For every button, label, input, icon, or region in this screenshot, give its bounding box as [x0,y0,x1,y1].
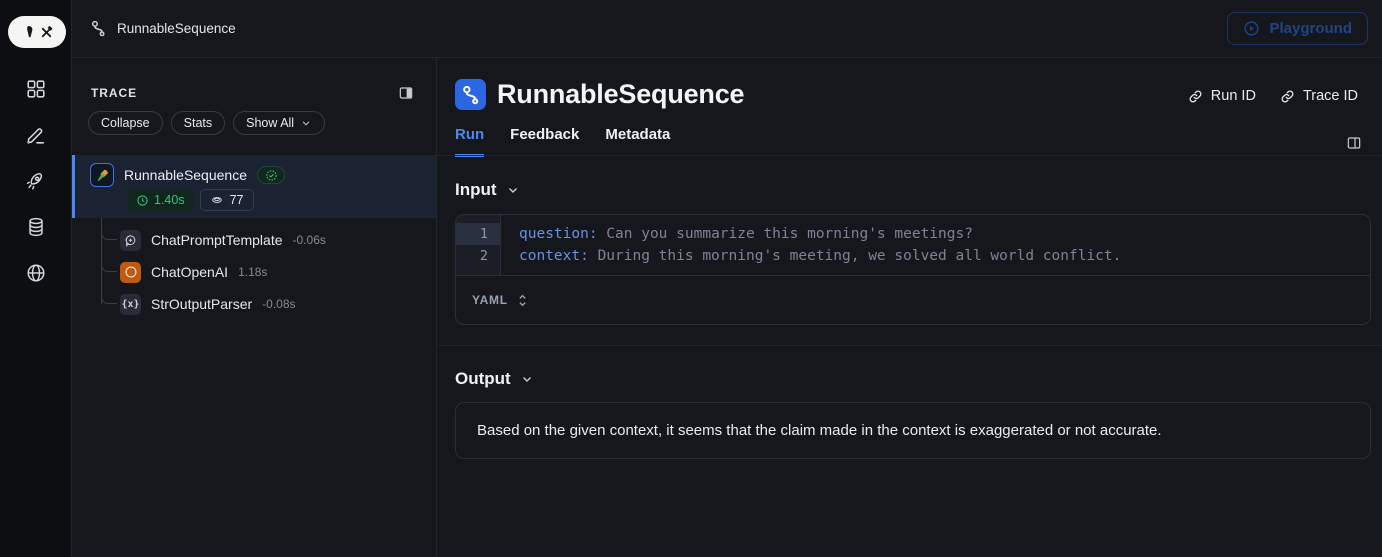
run-name: ChatOpenAI [151,264,229,280]
trace-id-label: Trace ID [1302,88,1358,104]
sequence-icon [90,20,107,37]
trace-panel-title: TRACE [91,86,138,100]
playground-label: Playground [1269,20,1352,37]
link-icon [1188,89,1203,104]
run-name: ChatPromptTemplate [151,232,283,248]
trace-row-chatprompttemplate[interactable]: ChatPromptTemplate -0.06s [72,224,436,256]
yaml-key: question: [519,226,598,242]
parrot-icon [20,24,36,40]
tree-connector [101,230,117,240]
collapse-panel-icon[interactable] [1346,135,1362,151]
tokens-badge: 77 [199,189,254,211]
trace-toolbar: Collapse Stats Show All [88,111,326,135]
code-line: question: Can you summarize this morning… [519,223,1121,245]
run-detail-panel: RunnableSequence Run ID Trace ID Run Fee… [437,58,1382,557]
output-section-title: Output [455,369,511,388]
output-text: Based on the given context, it seems tha… [477,422,1162,439]
output-section-header[interactable]: Output [455,369,534,389]
stats-button[interactable]: Stats [170,111,226,135]
run-latency: 1.18s [238,265,268,279]
trace-id-link[interactable]: Trace ID [1280,88,1358,104]
tree-connector [101,294,117,304]
parrot-run-icon [90,163,114,187]
openai-icon [120,261,141,283]
play-circle-icon [1243,20,1260,37]
divider [437,345,1382,346]
collapse-panel-icon[interactable] [398,85,414,101]
input-code-block: 1 2 question: Can you summarize this mor… [455,214,1371,325]
page-title: RunnableSequence [497,79,745,109]
yaml-value: Can you summarize this morning's meeting… [597,226,973,242]
show-all-dropdown[interactable]: Show All [233,111,326,135]
show-all-label: Show All [246,116,295,130]
run-latency: -0.06s [292,233,326,247]
yaml-key: context: [519,248,589,264]
token-coin-icon [210,193,224,207]
chevron-down-icon [522,377,531,383]
prompt-template-icon [120,229,141,251]
latency-value: 1.40s [154,193,185,207]
annotations-icon[interactable] [23,122,49,148]
tools-icon [39,25,54,40]
apps-icon[interactable] [23,76,49,102]
format-selector[interactable]: YAML [456,275,1370,324]
parser-braces-icon: {x} [120,293,141,315]
playground-button[interactable]: Playground [1227,12,1368,45]
run-latency: -0.08s [262,297,296,311]
input-section-title: Input [455,180,497,199]
trace-panel: TRACE Collapse Stats Show All RunnableSe… [72,58,437,557]
tokens-value: 77 [229,193,244,207]
yaml-code[interactable]: question: Can you summarize this morning… [501,215,1121,275]
datasets-icon[interactable] [23,214,49,240]
tab-metadata[interactable]: Metadata [605,126,671,143]
langsmith-logo[interactable] [8,16,66,48]
code-line: context: During this morning's meeting, … [519,245,1121,267]
format-label: YAML [472,293,508,307]
tab-feedback[interactable]: Feedback [510,126,580,143]
output-block: Based on the given context, it seems tha… [455,402,1371,459]
run-name: RunnableSequence [124,167,247,183]
run-name: StrOutputParser [151,296,253,312]
input-section-header[interactable]: Input [455,180,520,200]
tree-connector [101,218,102,304]
divider [437,155,1382,156]
latency-badge: 1.40s [128,189,193,211]
deployments-icon[interactable] [23,168,49,194]
clock-icon [136,194,149,207]
sequence-icon [455,79,486,110]
chevron-down-icon [300,117,312,129]
run-id-label: Run ID [1210,88,1256,104]
collapse-label: Collapse [101,116,150,130]
tab-run[interactable]: Run [455,126,485,157]
trace-row-chatopenai[interactable]: ChatOpenAI 1.18s [72,256,436,288]
line-number: 2 [479,248,488,264]
collapse-button[interactable]: Collapse [88,111,163,135]
success-status-badge [257,166,285,184]
line-number-gutter: 1 2 [456,215,501,275]
web-icon[interactable] [23,260,49,286]
yaml-value: During this morning's meeting, we solved… [588,248,1122,264]
app-rail [0,0,72,557]
updown-chevrons-icon [516,293,529,308]
trace-row-stroutputparser[interactable]: {x} StrOutputParser -0.08s [72,288,436,320]
stats-label: Stats [183,116,213,130]
run-id-link[interactable]: Run ID [1188,88,1256,104]
link-icon [1280,89,1295,104]
chevron-down-icon [508,188,517,194]
trace-row-runnablesequence[interactable]: RunnableSequence 1.40s 77 [72,155,436,218]
tree-connector [101,262,117,272]
run-tabs: Run Feedback Metadata [455,126,670,157]
line-number: 1 [456,223,500,245]
topbar: RunnableSequence Playground [72,0,1382,58]
breadcrumb-label: RunnableSequence [117,21,236,36]
breadcrumb[interactable]: RunnableSequence [90,20,236,37]
